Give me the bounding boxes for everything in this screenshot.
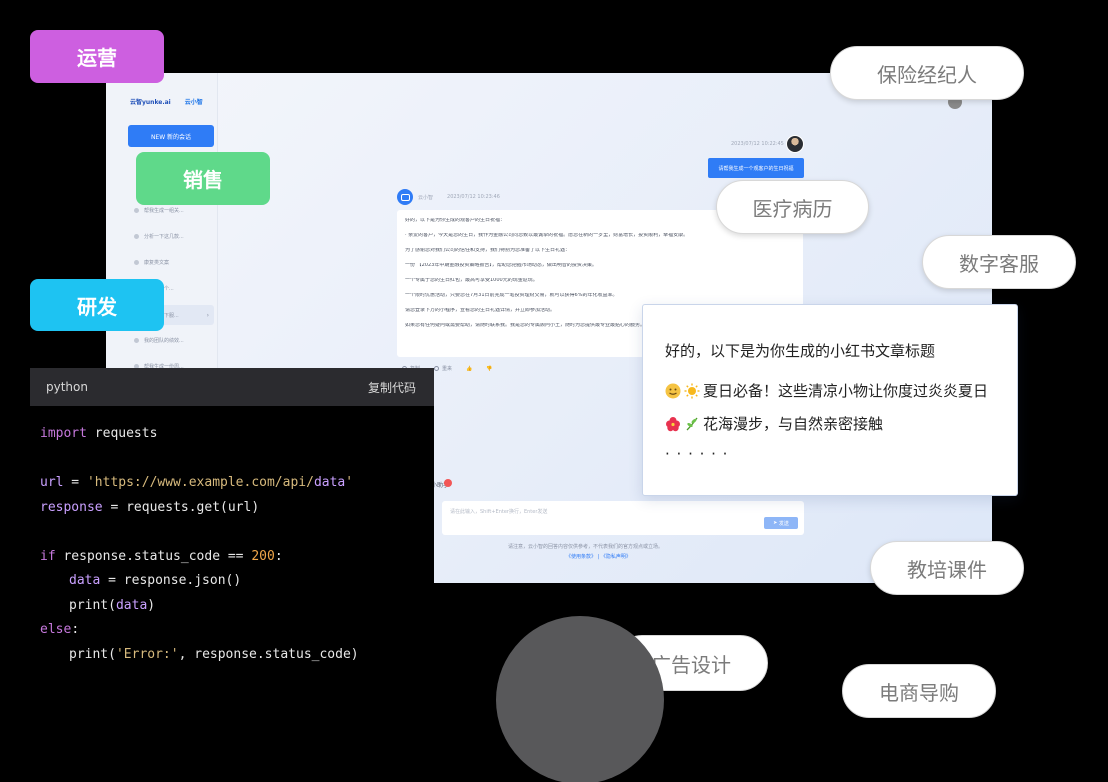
user-message-bubble: 请帮我生成一个观客户的生日祝福	[708, 158, 804, 178]
bot-name: 云小智	[418, 195, 434, 201]
new-chat-button[interactable]: NEW 新的会话	[128, 125, 214, 147]
code-line: else:	[40, 622, 80, 637]
code-line: url = 'https://www.example.com/api/data'	[40, 475, 354, 490]
assistant-label: 小助手	[431, 482, 450, 489]
smiley-icon	[665, 383, 681, 399]
bot-message-line: 好的，以下是为你生成的观客户的生日祝福：	[405, 218, 506, 223]
chat-icon	[134, 364, 139, 369]
thumbs-up-icon[interactable]: 👍	[466, 365, 473, 372]
bot-message-line: 一份 【2023年中期金融投资策略报告】，帮助您把握市场动态，做出明智的投资决策…	[405, 263, 597, 268]
disclaimer-text: 请注意，云小智的回答内容仅供参考，不代表我们的官方观点或立场。	[508, 544, 664, 550]
bot-message-line: 如果您有任何疑问或需要帮助，请随时联系我。我是您的专属顾问小王，随时为您提供最专…	[405, 323, 646, 328]
code-line: data = response.json()	[69, 573, 242, 588]
product-logo: 云小智	[184, 99, 203, 106]
reply-title-1: 夏日必备！这些清凉小物让你度过炎炎夏日	[665, 380, 988, 401]
brand-row: 云智yunke.ai 云小智	[130, 97, 203, 106]
chat-input-placeholder: 请在此输入，Shift+Enter换行，Enter发送	[450, 509, 548, 515]
bot-message-line: 请您登录下方的小程序，查看您的生日礼遇详情，并立即参加活动。	[405, 308, 556, 313]
chat-icon	[134, 260, 139, 265]
code-block: python 复制代码 import requests url = 'https…	[30, 368, 434, 670]
hibiscus-icon	[666, 417, 680, 432]
ecommerce-guide-tag: 电商导购	[842, 664, 996, 718]
digital-service-tag: 数字客服	[922, 235, 1076, 289]
chat-icon	[134, 338, 139, 343]
sun-icon	[684, 383, 700, 399]
bot-message-line: 一个限时优惠活动，只要您在7月31日前完成一笔投资理财交易，就可以获得6%的年化…	[405, 293, 618, 298]
code-language-label: python	[46, 380, 88, 394]
code-line: import requests	[40, 426, 158, 441]
sidebar-history-item[interactable]: 帮我生成一份周...	[134, 363, 184, 370]
chat-icon	[134, 208, 139, 213]
code-content: import requests url = 'https://www.examp…	[30, 406, 434, 671]
medical-records-tag: 医疗病历	[716, 180, 869, 234]
bot-message-line: 为了感谢您对我们公司的信任和支持，我们特别为您准备了以下生日礼遇：	[405, 248, 571, 253]
training-courseware-tag: 教培课件	[870, 541, 1024, 595]
insurance-agent-tag: 保险经纪人	[830, 46, 1024, 100]
send-button[interactable]: ➤ 发送	[764, 517, 798, 529]
brand-logo: 云智yunke.ai	[130, 99, 171, 106]
sales-tag: 销售	[136, 152, 270, 205]
code-line: response = requests.get(url)	[40, 499, 260, 515]
code-line: print('Error:', response.status_code)	[69, 646, 359, 662]
code-line: if response.status_code == 200:	[40, 548, 283, 564]
terms-links[interactable]: 《使用条款》 | 《隐私声明》	[566, 554, 631, 560]
bot-avatar-icon	[397, 189, 413, 205]
reply-intro: 好的，以下是为你生成的小红书文章标题	[665, 342, 936, 360]
chat-input[interactable]: 请在此输入，Shift+Enter换行，Enter发送 ➤ 发送	[442, 501, 804, 535]
sidebar-history-item[interactable]: 分析一下这几款...	[134, 233, 184, 240]
code-line	[30, 524, 434, 549]
bot-message-time: 2023/07/12 10:23:46	[447, 194, 500, 200]
user-avatar	[786, 135, 804, 153]
code-line: print(data)	[69, 597, 156, 613]
bot-message-line: · 亲爱的客户，今天是您的生日，我作为金融公司向您致以最诚挚的祝福。愿您在新的一…	[405, 233, 689, 238]
notification-badge	[444, 479, 452, 487]
code-line	[30, 451, 434, 476]
chevron-right-icon: ›	[206, 311, 209, 319]
sidebar-history-item[interactable]: 我的团队的绩效...	[134, 337, 184, 344]
reply-ellipsis: · · · · · ·	[665, 445, 729, 463]
xiaohongshu-reply-card: 好的，以下是为你生成的小红书文章标题 夏日必备！这些清凉小物让你度过炎炎夏日 花…	[642, 304, 1018, 496]
user-message-time: 2023/07/12 10:22:45	[731, 141, 784, 147]
bot-message-meta: 云小智 2023/07/12 10:23:46	[418, 194, 500, 201]
operations-tag: 运营	[30, 30, 164, 83]
sidebar-history-item[interactable]: 帮我生成一组关...	[134, 207, 184, 214]
chat-icon	[134, 234, 139, 239]
code-block-header: python 复制代码	[30, 368, 434, 406]
refresh-icon	[434, 366, 440, 371]
reply-title-2: 花海漫步，与自然亲密接触	[665, 413, 883, 434]
bot-message-card: 好的，以下是为你生成的观客户的生日祝福： · 亲爱的客户，今天是您的生日，我作为…	[397, 210, 803, 357]
thumbs-down-icon[interactable]: 👎	[486, 365, 493, 372]
rnd-tag: 研发	[30, 279, 164, 331]
decorative-circle	[496, 616, 664, 782]
sidebar-history-item[interactable]: 康复类文案	[134, 259, 169, 266]
herb-icon	[686, 417, 698, 431]
copy-code-button[interactable]: 复制代码	[367, 380, 416, 395]
retry-button[interactable]: 重来	[434, 365, 452, 372]
send-icon: ➤	[773, 520, 779, 526]
bot-message-line: 一个专属于您的生日红包，最高可享受1000元的现金返现。	[405, 278, 538, 283]
